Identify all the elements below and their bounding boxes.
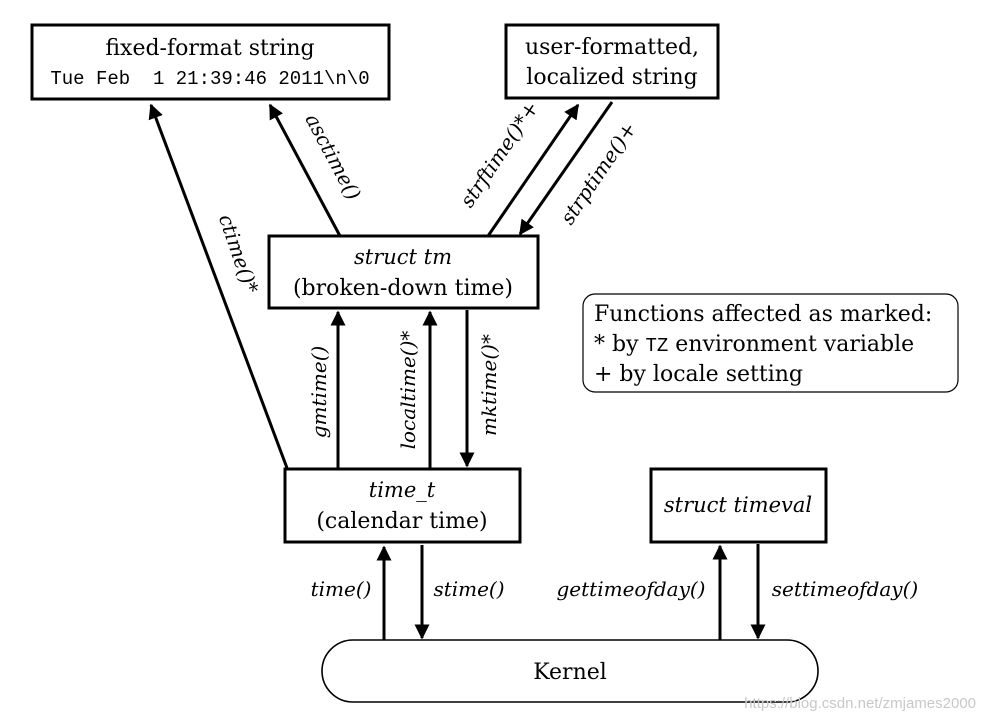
time-label: time() [311,577,372,601]
time-t-label: time_t [369,478,436,502]
user-formatted-string-box: user-formatted, localized string [504,23,720,100]
kernel-label: Kernel [533,660,607,685]
watermark: https://blog.csdn.net/zmjames2000 [744,695,976,712]
strftime-label: strftime()*+ [455,96,544,211]
arrows [148,101,766,640]
legend-line1-suffix: environment variable [668,332,914,357]
legend-title: Functions affected as marked: [594,302,932,327]
legend-line1-code: TZ [646,335,669,357]
legend-box: Functions affected as marked: * by TZ en… [582,293,959,393]
user-formatted-line2: localized string [526,65,697,90]
mktime-label: mktime()* [477,334,501,436]
legend-line1-prefix: * by [594,332,646,357]
ctime-label: ctime()* [214,211,263,296]
struct-tm-desc: (broken-down time) [293,276,513,301]
settimeofday-label: settimeofday() [772,577,918,601]
localtime-label: localtime()* [396,331,420,450]
strptime-arrow [518,101,614,236]
struct-timeval-label: struct timeval [664,493,812,517]
strftime-arrow [486,103,580,237]
gettimeofday-label: gettimeofday() [557,577,706,601]
gmtime-label: gmtime() [307,346,331,439]
legend-line1: * by TZ environment variable [594,332,914,357]
fixed-format-title: fixed-format string [105,36,314,61]
kernel-box: Kernel [321,639,819,703]
stime-label: stime() [433,577,504,601]
fixed-format-example: Tue Feb 1 21:39:46 2011\n\0 [50,68,369,90]
strptime-label: strptime()+ [555,117,641,228]
asctime-arrow [268,103,342,237]
struct-tm-box: struct tm (broken-down time) [267,234,540,310]
user-formatted-line1: user-formatted, [525,35,699,60]
time-t-box: time_t (calendar time) [283,467,522,544]
asctime-label: asctime() [300,109,365,203]
ctime-arrow [148,103,289,469]
fixed-format-string-box: fixed-format string Tue Feb 1 21:39:46 2… [30,23,391,101]
struct-timeval-box: struct timeval [649,467,828,544]
legend-line2: + by locale setting [594,362,803,387]
time-t-desc: (calendar time) [316,509,487,534]
struct-tm-label: struct tm [354,245,452,269]
